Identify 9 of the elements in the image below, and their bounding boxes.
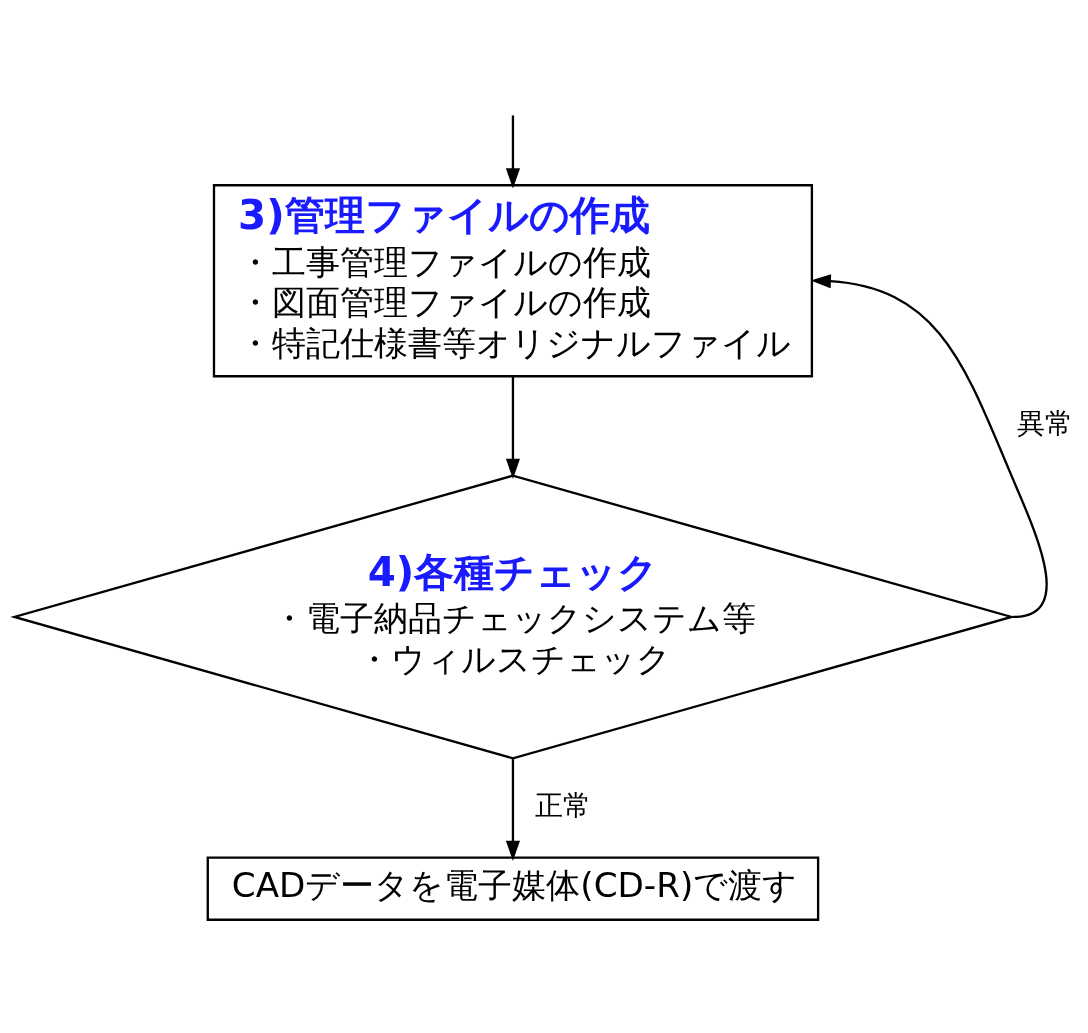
arrow [505,757,521,861]
edge-label: 異常 [1016,406,1073,440]
node-box: 3)管理ファイルの作成 ・工事管理ファイルの作成 ・図面管理ファイルの作成 ・特記仕様書等オリジナルファイル [212,183,814,377]
node-diamond: 4)各種チェック ・電子納品チェックシステム等 ・ウィルスチェック [10,473,1016,759]
arrow [505,375,521,479]
node-box: CADデータを電子媒体(CD-R)で渡す [206,856,820,921]
arrow [810,273,1048,618]
edge-label: 正常 [535,788,592,822]
arrow [505,114,521,189]
